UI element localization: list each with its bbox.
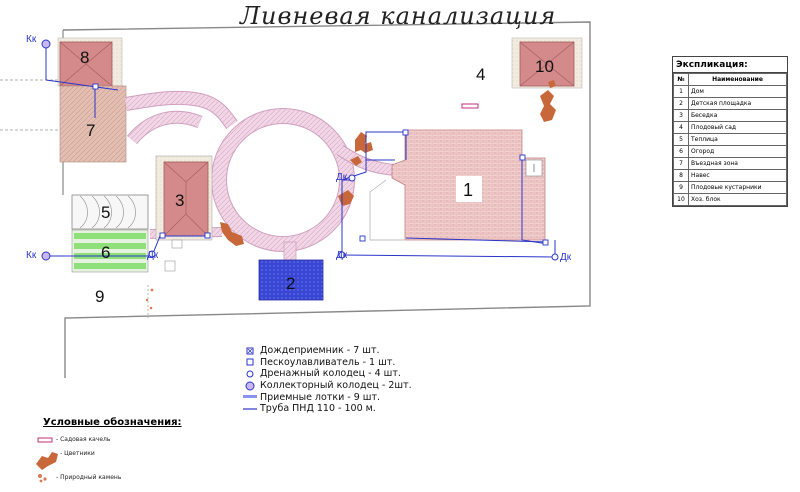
- rain-inlet-icon: [243, 347, 257, 355]
- row-num: 7: [673, 157, 689, 170]
- zone-label-5: 5: [101, 203, 110, 222]
- row-num: 3: [673, 109, 689, 122]
- drain-pipes: [45, 46, 556, 258]
- well-label-dk-3: Дк: [336, 250, 348, 261]
- page-title: Ливневая канализация: [240, 2, 557, 30]
- explication-col-name: Наименование: [688, 73, 787, 86]
- legend-item: Дождеприемник - 7 шт.: [243, 345, 412, 357]
- garden-swing: [461, 103, 479, 109]
- row-name: Беседка: [688, 109, 787, 122]
- collector-wells: [41, 39, 51, 261]
- row-name: Огород: [688, 145, 787, 158]
- well-label-dk-1: Дк: [336, 172, 348, 183]
- explication-title: Экспликация:: [673, 57, 787, 73]
- row-name: Навес: [688, 169, 787, 182]
- legend-text: Пескоулавливатель - 1 шт.: [260, 356, 396, 368]
- drain-well-icon: [243, 370, 257, 378]
- convention-stone: - Природный камень: [56, 474, 122, 481]
- drain-wells: [148, 174, 559, 261]
- zone-label-4: 4: [476, 65, 485, 84]
- row-num: 6: [673, 145, 689, 158]
- zone-label-2: 2: [286, 274, 295, 293]
- row-name: Плодовые кустарники: [688, 181, 787, 194]
- collector-well-icon: [243, 381, 257, 391]
- legend-item: Пескоулавливатель - 1 шт.: [243, 357, 412, 369]
- convention-swing: - Садовая качель: [56, 436, 111, 443]
- legend-text: Труба ПНД 110 - 100 м.: [260, 403, 376, 415]
- row-name: Теплица: [688, 133, 787, 146]
- pipe-icon: [243, 406, 257, 412]
- flowerbed-legend-icon: [36, 452, 58, 470]
- site-boundary: [62, 21, 591, 378]
- row-num: 10: [673, 193, 689, 206]
- legend-text: Приемные лотки - 9 шт.: [260, 391, 381, 403]
- well-label-kk-bottom: Кк: [26, 250, 37, 261]
- well-label-kk-top: Кк: [26, 34, 37, 45]
- explication-col-num: №: [673, 73, 689, 86]
- flowerbeds: [220, 80, 556, 246]
- rain-inlets: [92, 83, 549, 246]
- natural-stone: [145, 288, 154, 310]
- row-num: 9: [673, 181, 689, 194]
- row-num: 4: [673, 121, 689, 134]
- zone-2-playground: [258, 259, 324, 301]
- zone-label-7: 7: [86, 121, 95, 140]
- zone-label-1: 1: [463, 180, 473, 200]
- drainage-legend: Дождеприемник - 7 шт. Пескоулавливатель …: [243, 345, 412, 415]
- legend-item: Приемные лотки - 9 шт.: [243, 391, 412, 403]
- row-num: 8: [673, 169, 689, 182]
- row-num: 1: [673, 85, 689, 98]
- well-label-dk-2: Дк: [147, 250, 159, 261]
- zone-label-10: 10: [535, 57, 554, 76]
- sand-trap-icon: [243, 358, 257, 366]
- explication-header-row: № Наименование: [673, 73, 787, 86]
- legend-text: Коллекторный колодец - 2шт.: [260, 380, 412, 392]
- conventions-title: Условные обозначения:: [43, 417, 182, 428]
- well-label-dk-4: Дк: [560, 252, 572, 263]
- legend-text: Дренажный колодец - 4 шт.: [260, 368, 401, 380]
- row-name: Въездная зона: [688, 157, 787, 170]
- gutter-icon: [243, 394, 257, 400]
- row-name: Дом: [688, 85, 787, 98]
- legend-item: Коллекторный колодец - 2шт.: [243, 380, 412, 392]
- row-name: Хоз. блок: [688, 193, 787, 206]
- row-num: 5: [673, 133, 689, 146]
- legend-item: Дренажный колодец - 4 шт.: [243, 368, 412, 380]
- zone-label-3: 3: [175, 191, 184, 210]
- legend-text: Дождеприемник - 7 шт.: [260, 345, 380, 357]
- stone-legend-icon: [38, 474, 47, 483]
- legend-item: Труба ПНД 110 - 100 м.: [243, 403, 412, 415]
- zone-label-6: 6: [101, 243, 110, 262]
- zone-7-entry: [59, 85, 127, 163]
- zone-label-8: 8: [80, 48, 89, 67]
- row-name: Детская площадка: [688, 97, 787, 110]
- swing-legend-icon: [37, 437, 53, 443]
- convention-flowerbeds: - Цветники: [60, 450, 95, 457]
- row-name: Плодовый сад: [688, 121, 787, 134]
- row-num: 2: [673, 97, 689, 110]
- zone-label-9: 9: [95, 287, 104, 306]
